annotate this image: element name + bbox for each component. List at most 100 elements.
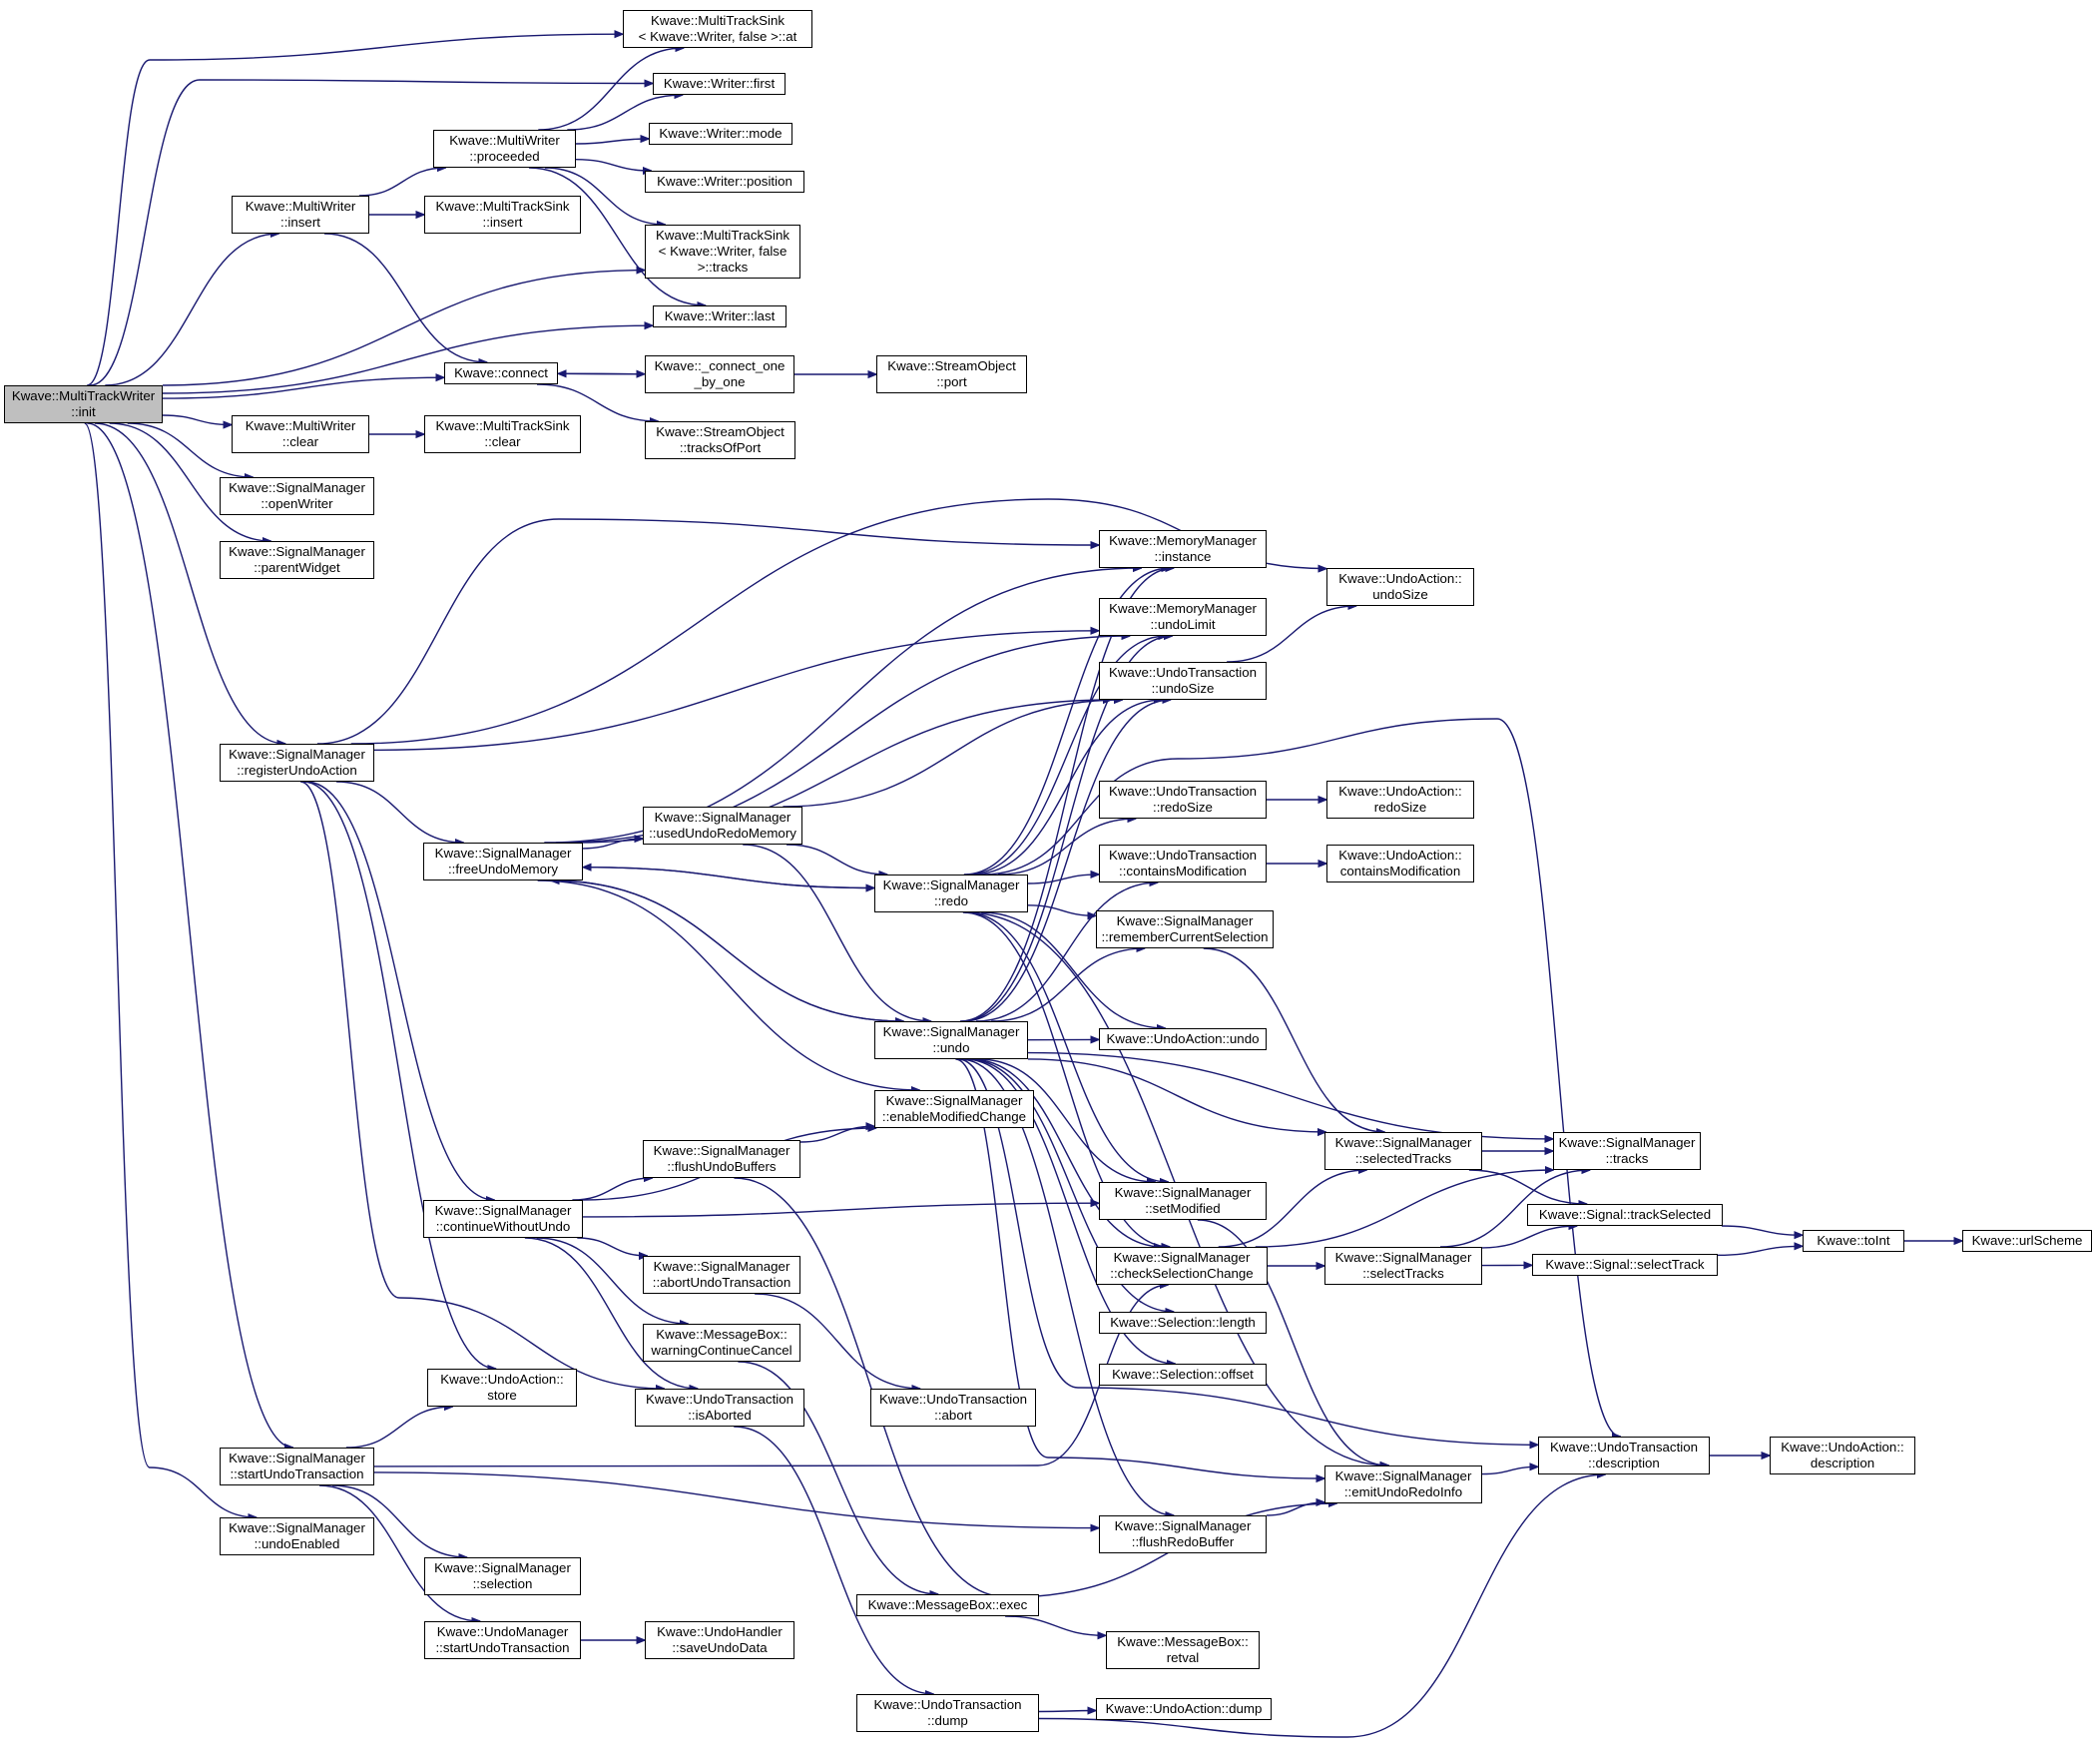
graph-node[interactable]: Kwave::UndoTransaction ::isAborted (635, 1389, 804, 1427)
graph-node[interactable]: Kwave::SignalManager ::enableModifiedCha… (874, 1090, 1034, 1128)
node-label: Kwave::MultiTrackWriter ::init (11, 388, 156, 419)
graph-node[interactable]: Kwave::MultiTrackSink < Kwave::Writer, f… (623, 10, 812, 48)
graph-node[interactable]: Kwave::SignalManager ::selection (424, 1557, 581, 1595)
call-edge (109, 422, 271, 541)
graph-node[interactable]: Kwave::UndoTransaction ::containsModific… (1099, 845, 1267, 882)
graph-node[interactable]: Kwave::UndoTransaction ::abort (870, 1389, 1036, 1427)
graph-node[interactable]: Kwave::SignalManager ::startUndoTransact… (220, 1448, 374, 1485)
graph-node[interactable]: Kwave::SignalManager ::rememberCurrentSe… (1096, 910, 1274, 948)
graph-node[interactable]: Kwave::UndoTransaction ::redoSize (1099, 781, 1267, 819)
graph-node[interactable]: Kwave::Signal::selectTrack (1532, 1254, 1718, 1276)
graph-node[interactable]: Kwave::MultiTrackWriter ::init (4, 385, 163, 423)
graph-node[interactable]: Kwave::UndoAction:: containsModification (1326, 845, 1474, 882)
call-edge (162, 271, 645, 386)
graph-node[interactable]: Kwave::UndoTransaction ::description (1538, 1437, 1710, 1474)
graph-node[interactable]: Kwave::UndoAction:: redoSize (1326, 781, 1474, 819)
graph-node[interactable]: Kwave::StreamObject ::tracksOfPort (645, 421, 795, 459)
graph-node[interactable]: Kwave::UndoAction::dump (1096, 1698, 1272, 1720)
graph-node[interactable]: Kwave::_connect_one _by_one (645, 355, 794, 393)
graph-node[interactable]: Kwave::UndoTransaction ::dump (856, 1694, 1039, 1732)
call-edge (1481, 1226, 1577, 1249)
graph-node[interactable]: Kwave::MemoryManager ::undoLimit (1099, 598, 1267, 636)
graph-node[interactable]: Kwave::SignalManager ::selectedTracks (1324, 1132, 1482, 1170)
graph-node[interactable]: Kwave::SignalManager ::undo (874, 1021, 1028, 1059)
call-edge (582, 839, 643, 850)
graph-node[interactable]: Kwave::SignalManager ::undoEnabled (220, 1517, 374, 1555)
graph-node[interactable]: Kwave::Writer::last (653, 305, 787, 327)
node-label: Kwave::MessageBox:: warningContinueCance… (651, 1327, 792, 1358)
graph-node[interactable]: Kwave::SignalManager ::usedUndoRedoMemor… (643, 807, 802, 845)
graph-node[interactable]: Kwave::MultiTrackSink < Kwave::Writer, f… (645, 225, 800, 279)
node-label: Kwave::SignalManager ::abortUndoTransact… (652, 1259, 791, 1290)
graph-node[interactable]: Kwave::SignalManager ::flushUndoBuffers (643, 1140, 800, 1178)
graph-node[interactable]: Kwave::toInt (1803, 1230, 1904, 1252)
graph-node[interactable]: Kwave::SignalManager ::redo (874, 875, 1028, 912)
call-edge (1027, 1051, 1553, 1139)
graph-node[interactable]: Kwave::UndoTransaction ::undoSize (1099, 662, 1267, 700)
graph-node[interactable]: Kwave::UndoAction::undo (1099, 1028, 1267, 1050)
call-edge (528, 167, 706, 305)
graph-node[interactable]: Kwave::Selection::offset (1099, 1364, 1267, 1386)
graph-node[interactable]: Kwave::Writer::position (645, 171, 804, 193)
graph-node[interactable]: Kwave::UndoManager ::startUndoTransactio… (424, 1621, 581, 1659)
graph-node[interactable]: Kwave::SignalManager ::checkSelectionCha… (1096, 1247, 1268, 1285)
call-edge (105, 234, 278, 386)
graph-node[interactable]: Kwave::UndoAction:: description (1770, 1437, 1915, 1474)
graph-node[interactable]: Kwave::Selection::length (1099, 1312, 1267, 1334)
graph-node[interactable]: Kwave::Writer::first (653, 73, 786, 95)
graph-node[interactable]: Kwave::SignalManager ::openWriter (220, 477, 374, 515)
graph-node[interactable]: Kwave::MessageBox:: warningContinueCance… (643, 1324, 800, 1362)
graph-node[interactable]: Kwave::MultiTrackSink ::insert (424, 196, 581, 234)
graph-node[interactable]: Kwave::SignalManager ::selectTracks (1324, 1247, 1482, 1285)
node-label: Kwave::MultiTrackSink ::clear (435, 418, 570, 449)
node-label: Kwave::MemoryManager ::undoLimit (1109, 601, 1257, 632)
graph-node[interactable]: Kwave::SignalManager ::tracks (1553, 1132, 1701, 1170)
node-label: Kwave::SignalManager ::registerUndoActio… (229, 747, 365, 778)
call-edge (90, 80, 653, 386)
graph-node[interactable]: Kwave::SignalManager ::emitUndoRedoInfo (1324, 1465, 1482, 1503)
node-label: Kwave::SignalManager ::flushRedoBuffer (1114, 1518, 1252, 1549)
node-label: Kwave::UndoAction:: undoSize (1338, 571, 1462, 602)
node-label: Kwave::Writer::last (664, 308, 776, 323)
graph-node[interactable]: Kwave::MultiWriter ::insert (232, 196, 369, 234)
node-label: Kwave::UndoTransaction ::abort (878, 1392, 1028, 1423)
graph-node[interactable]: Kwave::SignalManager ::setModified (1099, 1182, 1267, 1220)
node-label: Kwave::Selection::length (1110, 1315, 1256, 1330)
graph-node[interactable]: Kwave::MemoryManager ::instance (1099, 530, 1267, 568)
call-edge (162, 325, 653, 394)
graph-node[interactable]: Kwave::UndoHandler ::saveUndoData (645, 1621, 794, 1659)
graph-node[interactable]: Kwave::MultiWriter ::clear (232, 415, 369, 453)
call-edge (755, 1293, 920, 1389)
graph-node[interactable]: Kwave::SignalManager ::continueWithoutUn… (423, 1200, 583, 1238)
call-edge (964, 1058, 1175, 1364)
call-edge (1197, 1219, 1388, 1465)
node-label: Kwave::MessageBox::exec (867, 1597, 1028, 1612)
call-edge (537, 879, 920, 1090)
call-edge (373, 1471, 1099, 1528)
graph-node[interactable]: Kwave::connect (444, 362, 558, 384)
call-edge (965, 911, 1168, 1182)
graph-node[interactable]: Kwave::MessageBox::exec (856, 1594, 1039, 1616)
graph-node[interactable]: Kwave::SignalManager ::flushRedoBuffer (1099, 1515, 1267, 1553)
graph-node[interactable]: Kwave::SignalManager ::registerUndoActio… (220, 744, 374, 782)
node-label: Kwave::SignalManager ::undo (882, 1024, 1020, 1055)
graph-node[interactable]: Kwave::MultiTrackSink ::clear (424, 415, 581, 453)
node-label: Kwave::Writer::first (663, 76, 776, 91)
graph-node[interactable]: Kwave::Writer::mode (649, 123, 792, 145)
graph-node[interactable]: Kwave::SignalManager ::freeUndoMemory (423, 843, 583, 880)
graph-node[interactable]: Kwave::Signal::trackSelected (1527, 1204, 1723, 1226)
graph-node[interactable]: Kwave::UndoAction:: undoSize (1326, 568, 1474, 606)
node-label: Kwave::UndoAction::dump (1105, 1701, 1263, 1716)
node-label: Kwave::SignalManager ::tracks (1558, 1135, 1696, 1166)
graph-node[interactable]: Kwave::urlScheme (1962, 1230, 2092, 1252)
graph-node[interactable]: Kwave::StreamObject ::port (876, 355, 1027, 393)
call-edge (799, 1126, 874, 1143)
graph-node[interactable]: Kwave::MessageBox:: retval (1106, 1631, 1260, 1669)
node-label: Kwave::MultiTrackSink ::insert (435, 199, 570, 230)
graph-node[interactable]: Kwave::SignalManager ::parentWidget (220, 541, 374, 579)
graph-node[interactable]: Kwave::SignalManager ::abortUndoTransact… (643, 1256, 800, 1294)
graph-node[interactable]: Kwave::UndoAction:: store (427, 1369, 577, 1407)
node-label: Kwave::SignalManager ::parentWidget (229, 544, 365, 575)
call-edge (86, 34, 623, 386)
graph-node[interactable]: Kwave::MultiWriter ::proceeded (433, 130, 576, 168)
